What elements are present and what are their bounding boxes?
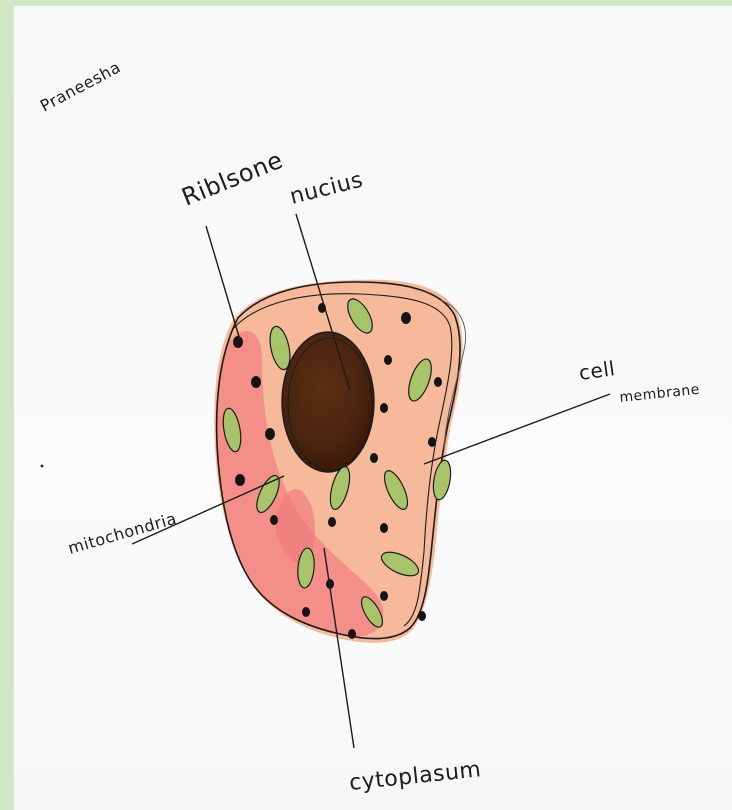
ribosome: [233, 336, 243, 348]
ribosome: [265, 428, 275, 440]
nucleus: [282, 332, 374, 472]
ribosome: [401, 312, 411, 324]
ribosome: [348, 629, 356, 639]
ribosome: [380, 403, 388, 413]
ribosome: [434, 377, 442, 387]
mitochondria-label: mitochondria: [66, 509, 179, 558]
cell-membrane-label-line1: cell: [577, 356, 616, 385]
ribosome: [384, 355, 392, 365]
ribosome: [380, 591, 388, 601]
ribosome: [270, 515, 278, 525]
ribosome: [428, 437, 436, 447]
cell-membrane-label-line2: membrane: [619, 382, 701, 406]
ribosome: [370, 453, 378, 463]
cytoplasm-label: cytoplasum: [348, 757, 482, 796]
ribosome: [235, 474, 245, 486]
ink-speck: [41, 465, 44, 468]
corner-note-label: Praneesha: [37, 57, 124, 115]
ribosome: [251, 376, 261, 388]
ribosome-label: Riblsone: [178, 146, 287, 212]
ribosome: [302, 607, 310, 617]
ribosome-pointer-line: [206, 226, 240, 340]
ribosome: [418, 611, 426, 621]
ribosome: [380, 523, 388, 533]
ribosome: [328, 517, 336, 527]
nucleus-label: nucius: [287, 168, 365, 210]
